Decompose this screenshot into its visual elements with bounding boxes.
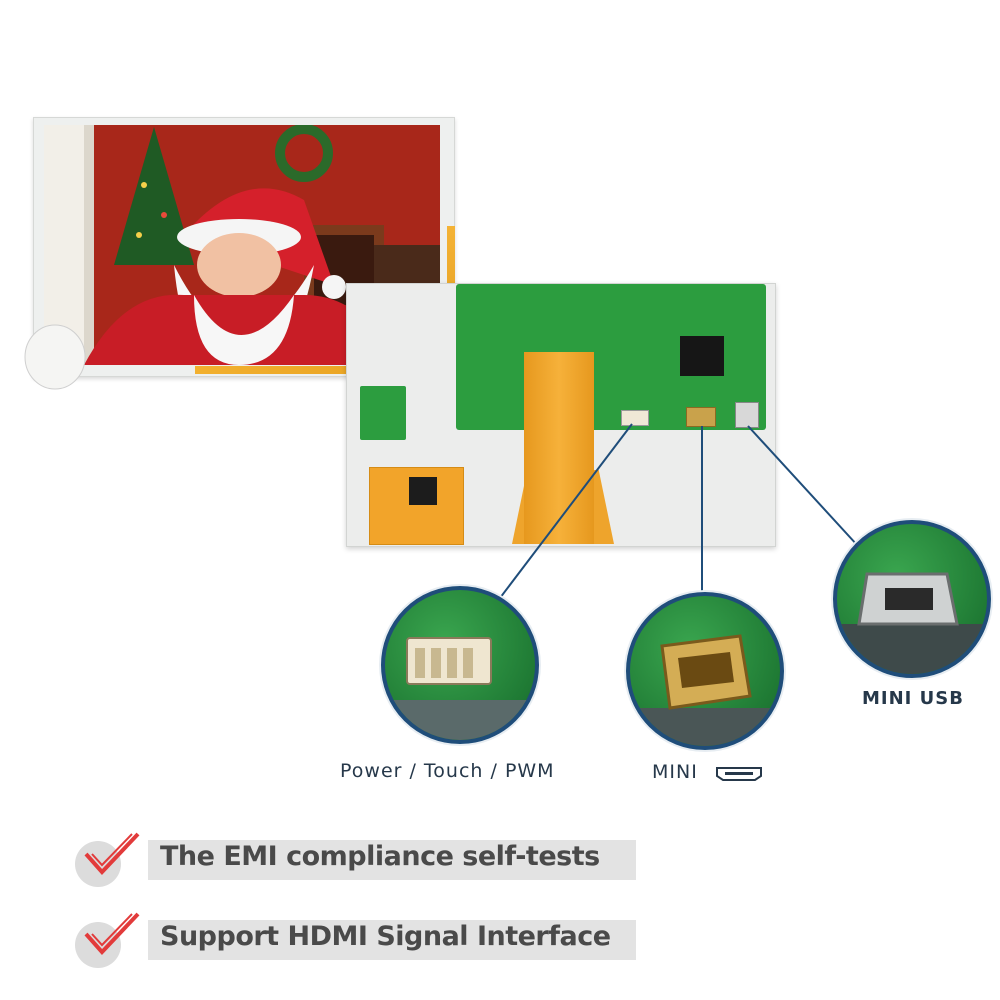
mini-usb-label: MINI USB bbox=[862, 688, 964, 709]
feature-1-bar bbox=[148, 840, 636, 880]
touch-chip bbox=[409, 477, 437, 505]
hdmi-icon bbox=[716, 767, 762, 781]
feature-2-bar bbox=[148, 920, 636, 960]
left-glove bbox=[24, 324, 86, 390]
board-usb-port bbox=[735, 402, 759, 428]
lcd-bottom-strip bbox=[195, 366, 450, 374]
feature-emi-text: The EMI compliance self-tests bbox=[160, 841, 600, 872]
feature-hdmi-text: Support HDMI Signal Interface bbox=[160, 921, 611, 952]
mini-hdmi-label: MINI bbox=[652, 761, 698, 783]
mini-hdmi-closeup bbox=[626, 592, 784, 750]
check-mark-icon bbox=[84, 912, 140, 955]
check-mark-icon bbox=[84, 832, 140, 875]
callout-line-power bbox=[499, 423, 633, 599]
small-pcb bbox=[360, 386, 406, 440]
main-chip bbox=[680, 336, 724, 376]
power-touch-pwm-label: Power / Touch / PWM bbox=[340, 760, 555, 782]
board-power-connector bbox=[621, 410, 649, 426]
mini-usb-closeup bbox=[833, 520, 991, 678]
callout-line-usb bbox=[747, 425, 859, 547]
flex-cable bbox=[524, 352, 594, 544]
feature-1-check-bg bbox=[75, 841, 121, 887]
power-connector-closeup bbox=[381, 586, 539, 744]
